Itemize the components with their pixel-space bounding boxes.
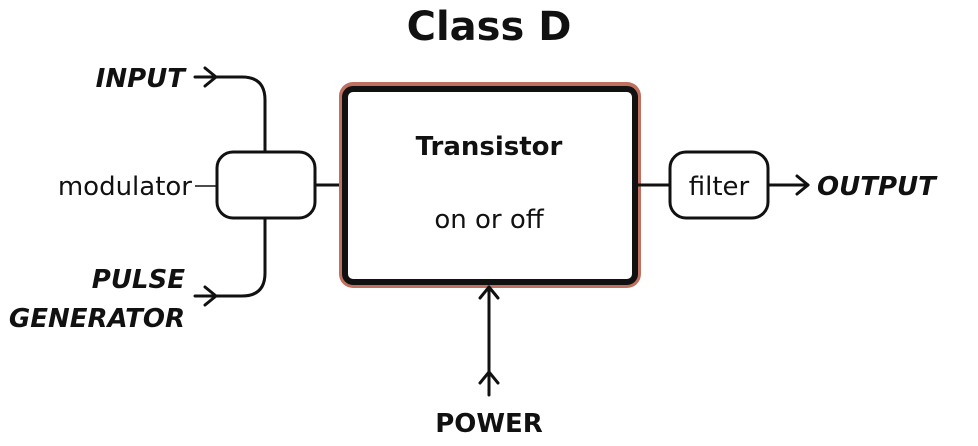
input-arrow <box>193 66 267 154</box>
power-arrow <box>478 285 500 397</box>
output-label: OUTPUT <box>817 172 938 202</box>
filter-label: filter <box>689 172 750 202</box>
output-arrow <box>766 174 810 196</box>
transistor-block: Transistor on or off <box>339 82 641 288</box>
pulse-generator-arrow <box>193 216 267 307</box>
pulse-generator-label-line1: PULSE <box>92 265 185 295</box>
pulse-generator-label-line2: GENERATOR <box>9 304 185 334</box>
modulator-label: modulator <box>58 172 192 202</box>
modulator-box <box>215 150 317 220</box>
input-label: INPUT <box>96 64 188 94</box>
transistor-subtitle: on or off <box>434 205 544 235</box>
diagram-title: Class D <box>407 4 572 50</box>
power-label: POWER <box>435 409 543 439</box>
transistor-title: Transistor <box>416 132 563 162</box>
transistor-box <box>342 86 638 285</box>
